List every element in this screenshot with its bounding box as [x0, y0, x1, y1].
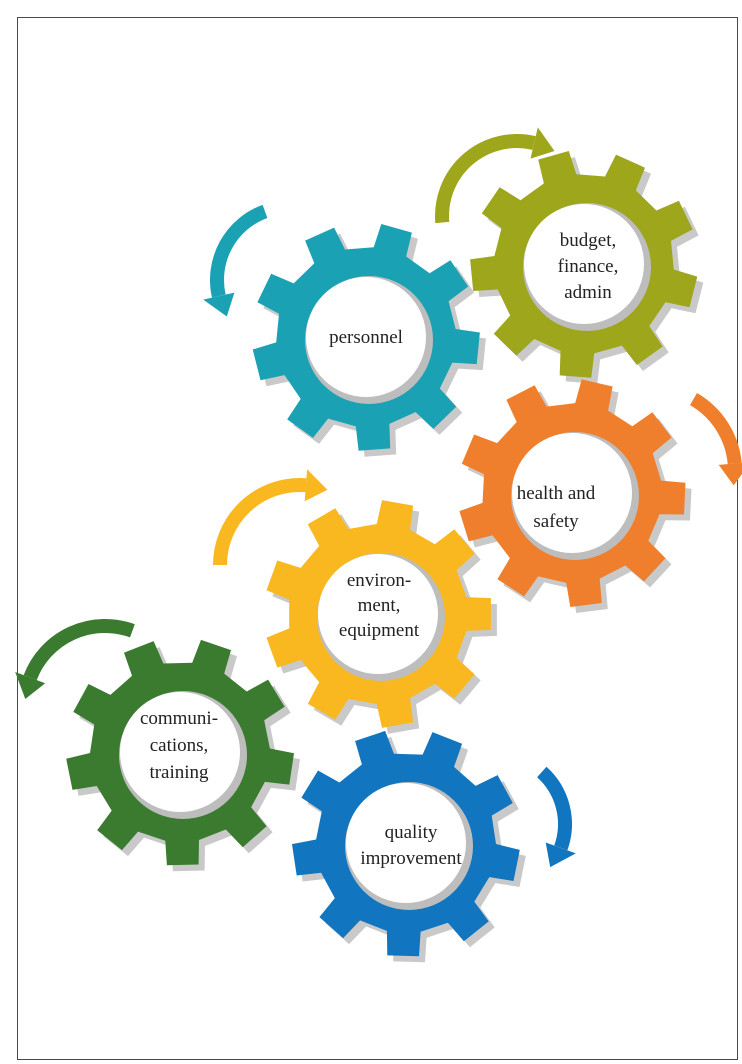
- budget-arrow: [435, 127, 555, 224]
- personnel-arrow: [203, 204, 268, 317]
- quality-arrow: [536, 766, 576, 868]
- arrow-head: [718, 462, 742, 486]
- gear-label-personnel: personnel: [329, 327, 403, 348]
- arrow-shaft: [23, 618, 135, 681]
- gear-label-line: improvement: [360, 848, 462, 869]
- arrow-head: [545, 842, 576, 868]
- arrow-shaft: [536, 766, 572, 851]
- gear-label-quality: quality improvement: [360, 822, 462, 869]
- gear-hub: [512, 433, 632, 553]
- gear-environment: environ-ment, equipment: [266, 500, 497, 734]
- rotation-arrows: [15, 127, 742, 868]
- gear-label-environment: environ-ment, equipment: [339, 570, 420, 641]
- gear-label-health: health and safety: [517, 483, 596, 532]
- gear-hub: [346, 783, 466, 903]
- arrow-head: [15, 672, 46, 699]
- arrow-shaft: [210, 204, 268, 298]
- gear-personnel: personnel: [252, 224, 486, 457]
- arrow-head: [203, 292, 235, 317]
- arrow-head: [304, 469, 328, 502]
- gear-label-line: safety: [533, 511, 579, 532]
- gear-label-comms: communi-cations, training: [140, 708, 218, 783]
- gear-hub: [306, 277, 426, 397]
- gear-label-line: admin: [564, 282, 612, 303]
- gear-label-budget: budget, finance, admin: [558, 230, 619, 303]
- gear-label-line: communi-: [140, 708, 218, 729]
- gear-label-line: cations,: [150, 735, 209, 756]
- gear-budget: budget, finance, admin: [470, 151, 704, 384]
- gear-label-line: finance,: [558, 256, 619, 277]
- gear-label-line: personnel: [329, 327, 403, 348]
- gear-hub: [524, 204, 644, 324]
- gear-hub: [318, 554, 438, 674]
- gear-label-line: ment,: [358, 595, 401, 616]
- gear-hub: [120, 692, 240, 812]
- gear-label-line: quality: [385, 822, 438, 843]
- environment-arrow: [213, 469, 328, 566]
- gear-comms: communi-cations, training: [66, 639, 300, 872]
- gear-label-line: equipment: [339, 620, 420, 641]
- gear-label-line: training: [149, 762, 209, 783]
- arrow-shaft: [213, 477, 307, 566]
- comms-arrow: [15, 618, 135, 699]
- gear-label-line: budget,: [560, 230, 616, 251]
- gear-health: health and safety: [459, 379, 692, 613]
- gear-label-line: health and: [517, 483, 596, 504]
- gear-label-line: environ-: [347, 570, 411, 591]
- gear-cluster: personnel budget, finance, admin health and s…: [66, 151, 704, 963]
- arrow-shaft: [435, 134, 536, 224]
- arrow-shaft: [689, 393, 742, 465]
- health-arrow: [689, 393, 742, 486]
- gear-quality: quality improvement: [292, 730, 526, 963]
- arrow-head: [530, 127, 555, 159]
